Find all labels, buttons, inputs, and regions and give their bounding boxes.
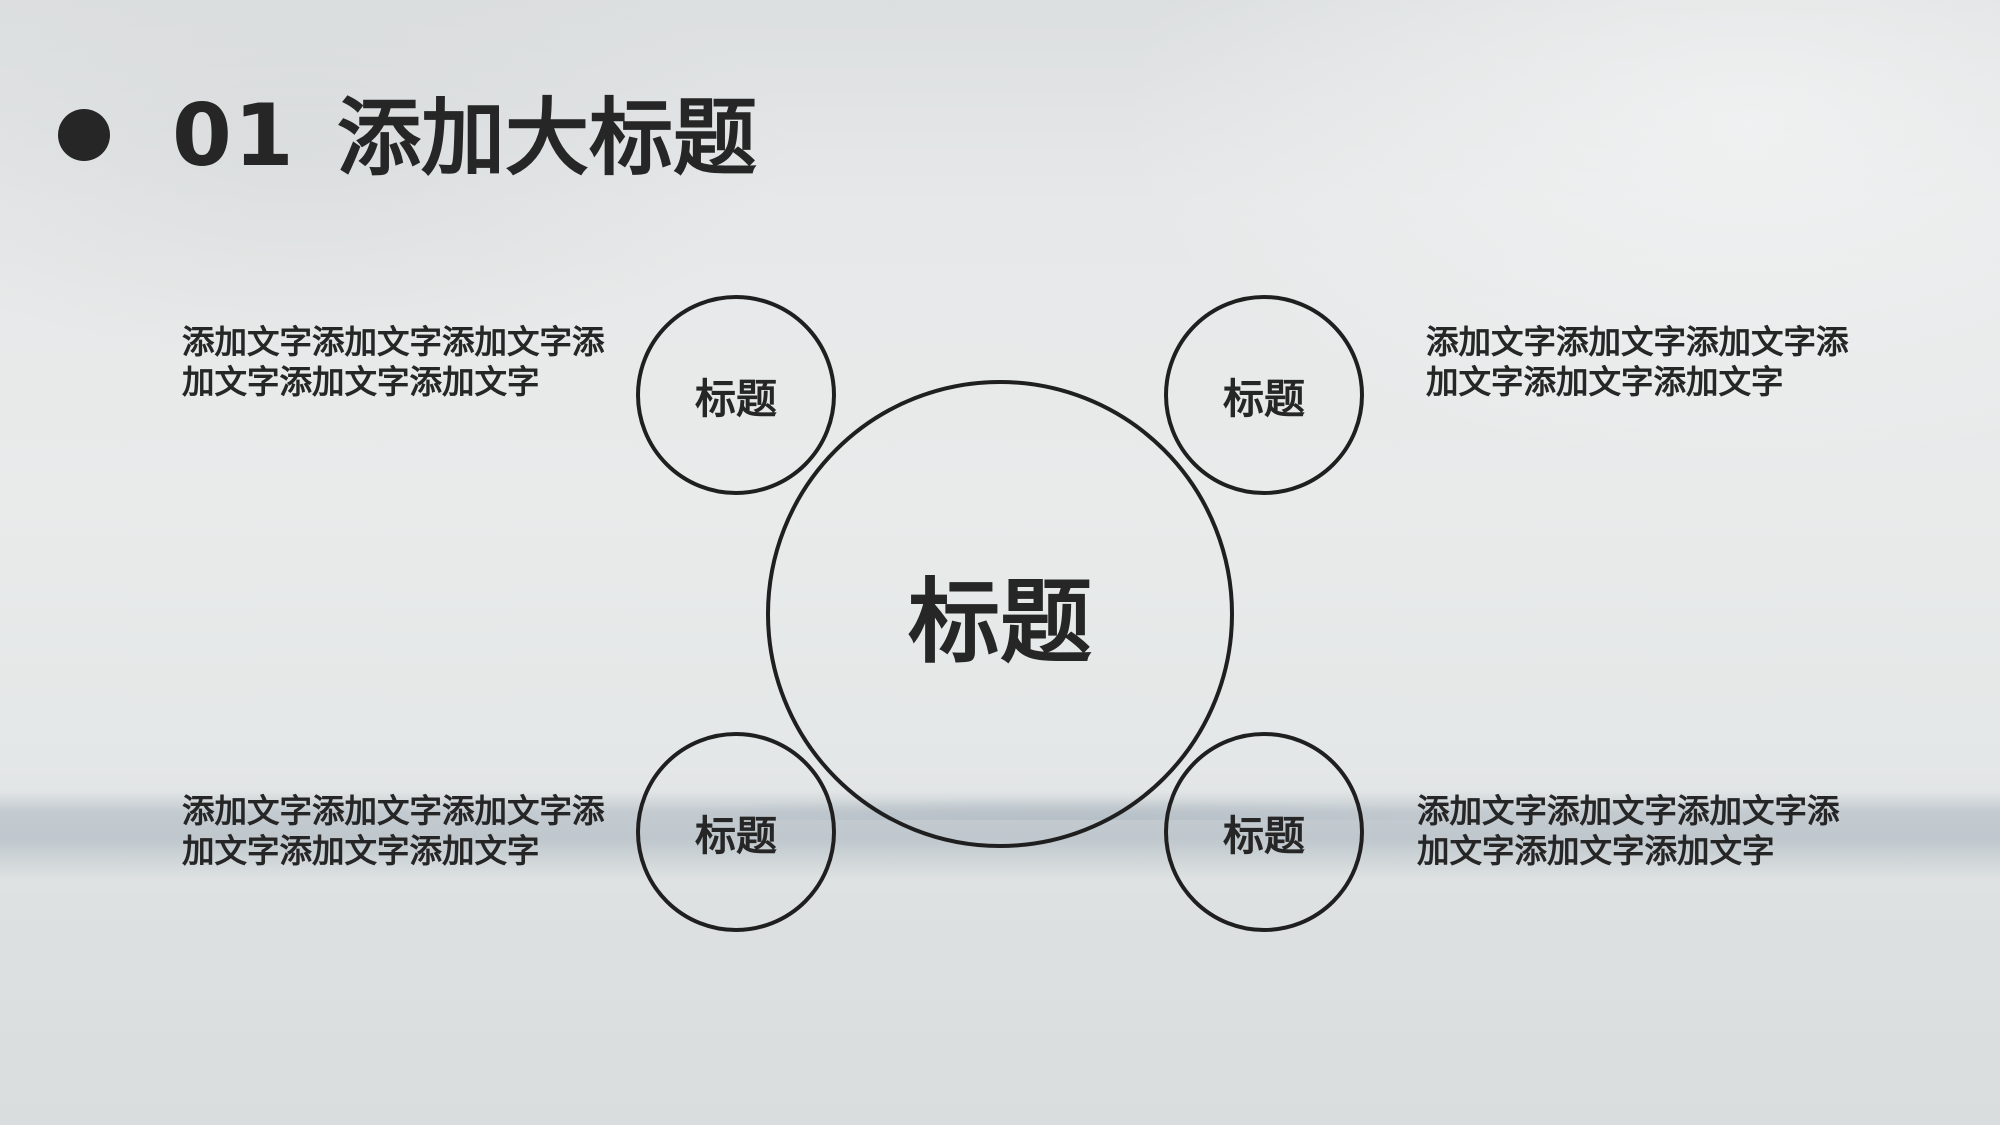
- node-circle-top-left: 标题: [636, 295, 836, 495]
- center-circle-label: 标题: [907, 568, 1092, 676]
- node-label: 标题: [1223, 812, 1305, 860]
- node-circle-bottom-right: 标题: [1164, 732, 1364, 932]
- node-circle-top-right: 标题: [1164, 295, 1364, 495]
- section-number: 01: [172, 86, 296, 186]
- node-description-bottom-right: 添加文字添加文字添加文字添加文字添加文字添加文字: [1417, 792, 1840, 870]
- node-circle-bottom-left: 标题: [636, 732, 836, 932]
- node-description-bottom-left: 添加文字添加文字添加文字添加文字添加文字添加文字: [182, 792, 605, 870]
- node-label: 标题: [695, 375, 777, 423]
- center-circle: 标题: [766, 380, 1234, 848]
- node-label: 标题: [695, 812, 777, 860]
- bullet-dot-icon: [58, 109, 110, 161]
- page-title: 添加大标题: [337, 89, 758, 187]
- node-description-top-left: 添加文字添加文字添加文字添加文字添加文字添加文字: [182, 323, 605, 401]
- node-label: 标题: [1223, 375, 1305, 423]
- node-description-top-right: 添加文字添加文字添加文字添加文字添加文字添加文字: [1426, 323, 1849, 401]
